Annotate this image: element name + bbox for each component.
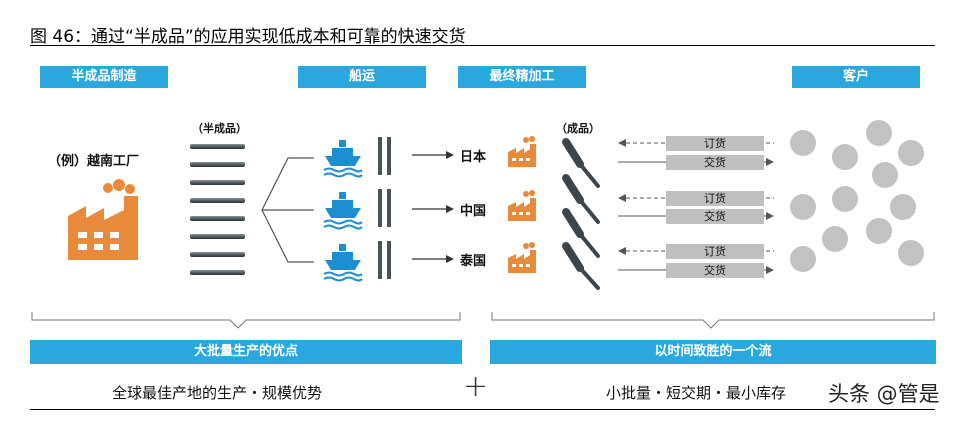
customer-dot — [832, 186, 858, 212]
customer-dot — [898, 240, 924, 266]
arrow-right-icon — [412, 205, 454, 213]
vertical-rods-icon — [378, 137, 391, 175]
plus-sign: + — [463, 369, 489, 404]
summary-bar-right: 以时间致胜的一个流 — [490, 340, 936, 364]
finished-products-label: （成品） — [556, 122, 600, 135]
semi-rod — [190, 234, 245, 239]
delivery-tag: 交货 — [666, 263, 764, 278]
factory-icon — [68, 179, 138, 260]
customer-dot — [790, 130, 816, 156]
ship-icon — [323, 192, 363, 230]
delivery-tag: 交货 — [666, 155, 764, 170]
header-customer: 客户 — [792, 66, 920, 88]
header-final-processing: 最终精加工 — [458, 66, 586, 88]
customer-dot — [866, 218, 892, 244]
ship-icon — [323, 244, 363, 282]
header-semi-manufacturing: 半成品制造 — [40, 66, 168, 88]
customer-dot — [790, 246, 816, 272]
arrow-right-icon — [412, 151, 454, 159]
header-shipping: 船运 — [298, 66, 426, 88]
small-factory-icon — [508, 242, 536, 273]
bottom-left-text: 全球最佳产地的生产・规模优势 — [112, 384, 323, 402]
semi-rod — [190, 216, 245, 221]
customer-dot — [832, 144, 858, 170]
vertical-rods-icon — [378, 189, 391, 227]
destination-label-3: 泰国 — [460, 254, 487, 269]
bottom-rule — [30, 409, 935, 410]
semi-rod — [190, 270, 245, 275]
small-factory-icon — [508, 136, 536, 167]
semi-rod — [190, 180, 245, 185]
customer-dot — [822, 226, 848, 252]
customer-dot — [872, 162, 898, 188]
semi-rod — [190, 252, 245, 257]
destination-label-2: 中国 — [460, 204, 487, 219]
arrow-right-icon — [412, 255, 454, 263]
semi-rod — [190, 144, 245, 149]
factory-label: （例）越南工厂 — [48, 154, 140, 169]
semi-rod — [190, 198, 245, 203]
semi-products-label: （半成品） — [192, 122, 247, 135]
bottom-right-text: 小批量・短交期・最小库存 — [606, 384, 787, 402]
left-brace — [31, 312, 461, 329]
destination-label-1: 日本 — [460, 150, 487, 165]
right-brace — [491, 312, 935, 329]
customer-dot — [790, 194, 816, 220]
figure-title: 图 46：通过“半成品”的应用实现低成本和可靠的快速交货 — [30, 27, 466, 47]
ship-icon — [323, 140, 363, 178]
title-rule — [30, 45, 935, 46]
branch-connector — [261, 157, 314, 263]
vertical-rods-icon — [378, 241, 391, 279]
small-factory-icon — [508, 190, 536, 221]
customer-dot — [866, 120, 892, 146]
watermark: 头条 @管是 — [828, 382, 940, 406]
customer-dot — [898, 140, 924, 166]
order-tag: 订货 — [666, 136, 764, 151]
delivery-tag: 交货 — [666, 209, 764, 224]
semi-rod — [190, 162, 245, 167]
customer-dot — [890, 194, 916, 220]
summary-bar-left: 大批量生产的优点 — [30, 340, 462, 364]
order-tag: 订货 — [666, 191, 764, 206]
finished-punches-icon — [562, 138, 600, 290]
order-tag: 订货 — [666, 244, 764, 259]
